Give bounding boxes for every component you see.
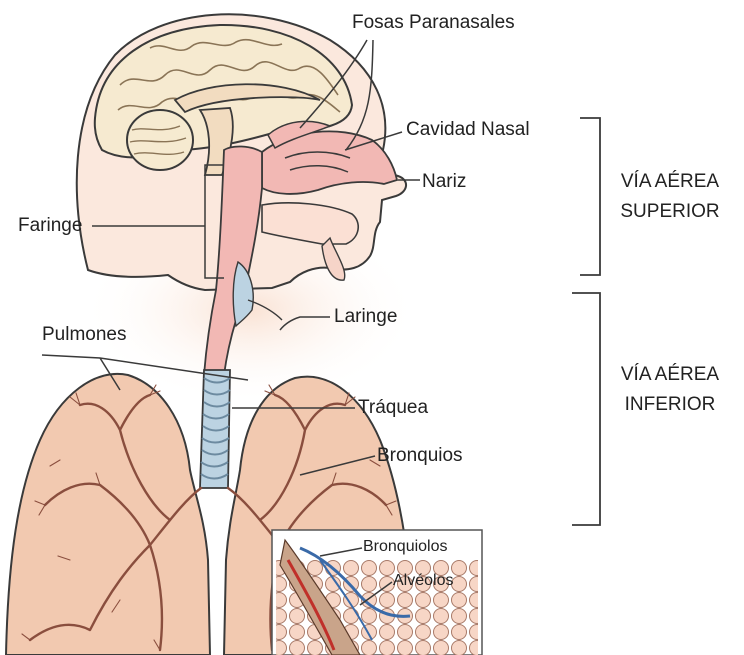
label-bronquiolos: Bronquiolos [363, 539, 448, 555]
trachea-shape [200, 370, 230, 488]
group-superior-line2: SUPERIOR [600, 197, 740, 227]
group-inferior-line2: INFERIOR [600, 390, 740, 420]
group-via-aerea-superior: VÍA AÉREA SUPERIOR [600, 167, 740, 227]
group-superior-line1: VÍA AÉREA [600, 167, 740, 197]
group-inferior-line1: VÍA AÉREA [600, 360, 740, 390]
label-laringe: Laringe [334, 307, 397, 326]
cerebellum [127, 110, 193, 170]
left-lung [6, 374, 210, 655]
label-pulmones: Pulmones [42, 325, 127, 344]
label-alveolos: Alvéolos [393, 573, 453, 589]
label-cavidad-nasal: Cavidad Nasal [406, 120, 530, 139]
bracket-superior [580, 118, 600, 275]
label-traquea: Tráquea [358, 398, 428, 417]
label-fosas-paranasales: Fosas Paranasales [352, 13, 515, 32]
label-faringe: Faringe [18, 216, 82, 235]
bracket-inferior [572, 293, 600, 525]
label-bronquios: Bronquios [377, 446, 463, 465]
group-via-aerea-inferior: VÍA AÉREA INFERIOR [600, 360, 740, 420]
label-nariz: Nariz [422, 172, 466, 191]
